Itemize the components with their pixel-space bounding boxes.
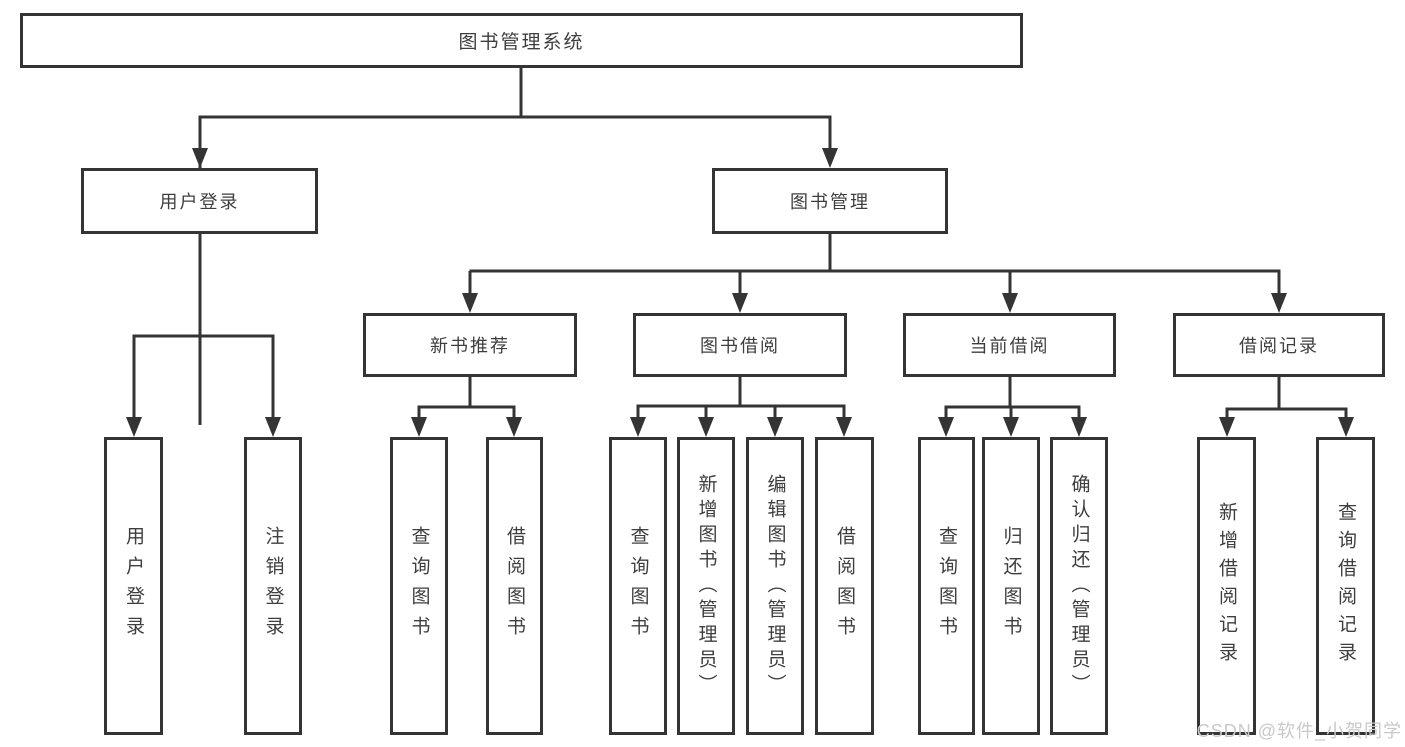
leaf-cb-confirm-return: 确认归还（管理员） <box>1050 437 1108 735</box>
node-book-management-label: 图书管理 <box>790 192 870 212</box>
leaf-br-add-record-label: 新增借阅记录 <box>1216 502 1237 670</box>
leaf-rec-borrow-books-label: 借阅图书 <box>504 526 525 646</box>
leaf-br-query-record-label: 查询借阅记录 <box>1335 502 1356 670</box>
leaf-bb-query-books: 查询图书 <box>609 437 667 735</box>
edge-new-book-rec-branch <box>417 376 516 426</box>
leaf-logout-label: 注销登录 <box>262 526 284 646</box>
leaf-user-login: 用户登录 <box>104 437 163 735</box>
node-user-login-label: 用户登录 <box>159 192 240 212</box>
edge-current-borrow-branch <box>944 377 1081 426</box>
node-root-system: 图书管理系统 <box>20 13 1023 68</box>
leaf-cb-return-books: 归还图书 <box>982 437 1040 735</box>
leaf-cb-return-books-label: 归还图书 <box>1000 526 1022 646</box>
node-book-management: 图书管理 <box>712 168 948 234</box>
leaf-bb-add-books: 新增图书（管理员） <box>677 437 735 735</box>
leaf-logout: 注销登录 <box>244 437 302 735</box>
edge-book-borrow-branch <box>636 377 846 426</box>
edge-root-trunk <box>198 68 832 425</box>
leaf-rec-query-books-label: 查询图书 <box>408 526 430 646</box>
leaf-cb-query-books: 查询图书 <box>918 437 975 735</box>
leaf-bb-edit-books: 编辑图书（管理员） <box>746 437 804 735</box>
csdn-watermark: CSDN @软件_小贺同学 <box>1196 721 1402 741</box>
node-new-book-recommend-label: 新书推荐 <box>430 336 510 356</box>
node-current-borrow-label: 当前借阅 <box>969 336 1050 356</box>
node-borrow-records: 借阅记录 <box>1173 313 1385 377</box>
edge-book-mgmt-branch <box>468 234 1281 302</box>
node-user-login: 用户登录 <box>81 168 318 234</box>
arrowheads <box>126 148 1354 437</box>
node-book-borrow-label: 图书借阅 <box>700 336 780 356</box>
leaf-cb-confirm-return-label: 确认归还（管理员） <box>1068 473 1090 699</box>
leaf-bb-edit-books-label: 编辑图书（管理员） <box>764 473 786 699</box>
leaf-cb-query-books-label: 查询图书 <box>936 526 957 646</box>
edge-borrow-records-branch <box>1225 377 1348 426</box>
node-borrow-records-label: 借阅记录 <box>1239 336 1319 356</box>
leaf-br-add-record: 新增借阅记录 <box>1197 437 1256 735</box>
edge-user-login-branch <box>132 234 275 426</box>
leaf-user-login-label: 用户登录 <box>123 526 144 646</box>
leaf-bb-borrow-books: 借阅图书 <box>815 437 874 735</box>
node-new-book-recommend: 新书推荐 <box>363 313 577 377</box>
leaf-rec-borrow-books: 借阅图书 <box>486 437 543 735</box>
node-book-borrow: 图书借阅 <box>633 313 847 377</box>
leaf-bb-add-books-label: 新增图书（管理员） <box>695 473 717 699</box>
node-root-label: 图书管理系统 <box>458 32 585 53</box>
leaf-br-query-record: 查询借阅记录 <box>1316 437 1375 735</box>
leaf-bb-query-books-label: 查询图书 <box>627 526 649 646</box>
leaf-rec-query-books: 查询图书 <box>390 437 448 735</box>
node-current-borrow: 当前借阅 <box>903 313 1116 377</box>
leaf-bb-borrow-books-label: 借阅图书 <box>834 526 855 646</box>
